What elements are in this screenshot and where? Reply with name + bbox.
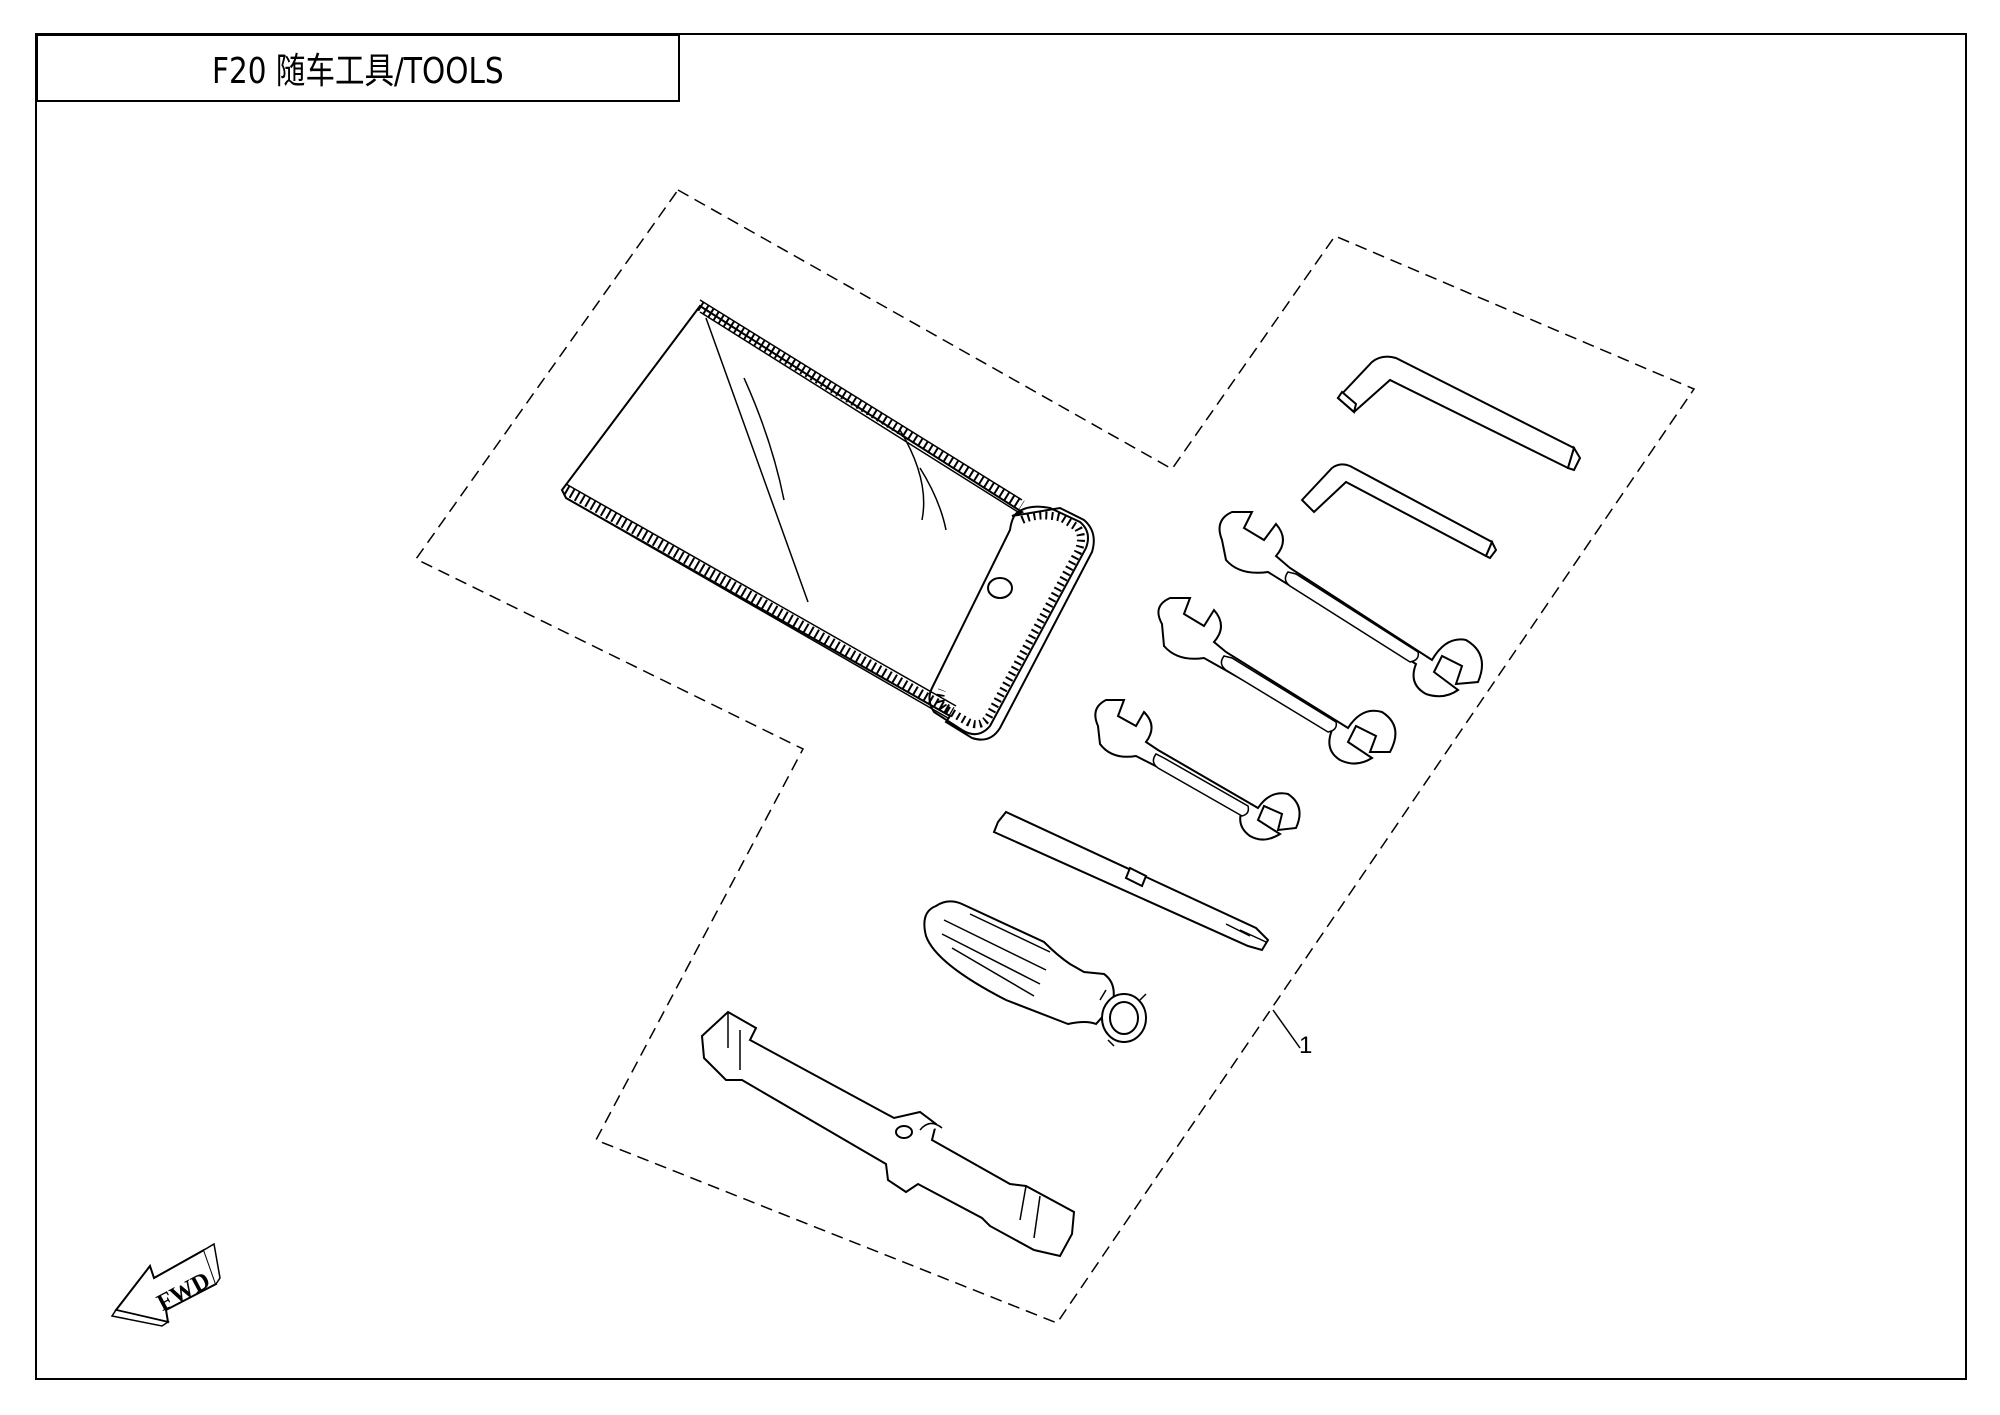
wrench-large (1218, 511, 1483, 698)
hex-key-small (1300, 463, 1498, 560)
callout-leader-1 (1272, 1009, 1301, 1049)
screwdriver-handle (923, 900, 1147, 1047)
kit-group-outline (414, 189, 1696, 1324)
drawing-border (35, 33, 1967, 1380)
page-title: F20 随车工具/TOOLS (212, 51, 504, 92)
hex-key-large (1336, 355, 1582, 472)
callout-number-1: 1 (1299, 1032, 1312, 1059)
socket-wrench (700, 1010, 1076, 1258)
wrench-medium (1157, 597, 1397, 765)
tool-bag (560, 299, 1095, 741)
screwdriver-bit-shaft (992, 810, 1270, 952)
wrench-small (1094, 699, 1301, 841)
page-title-box: F20 随车工具/TOOLS (36, 34, 680, 102)
fwd-arrow-icon (110, 1242, 221, 1327)
